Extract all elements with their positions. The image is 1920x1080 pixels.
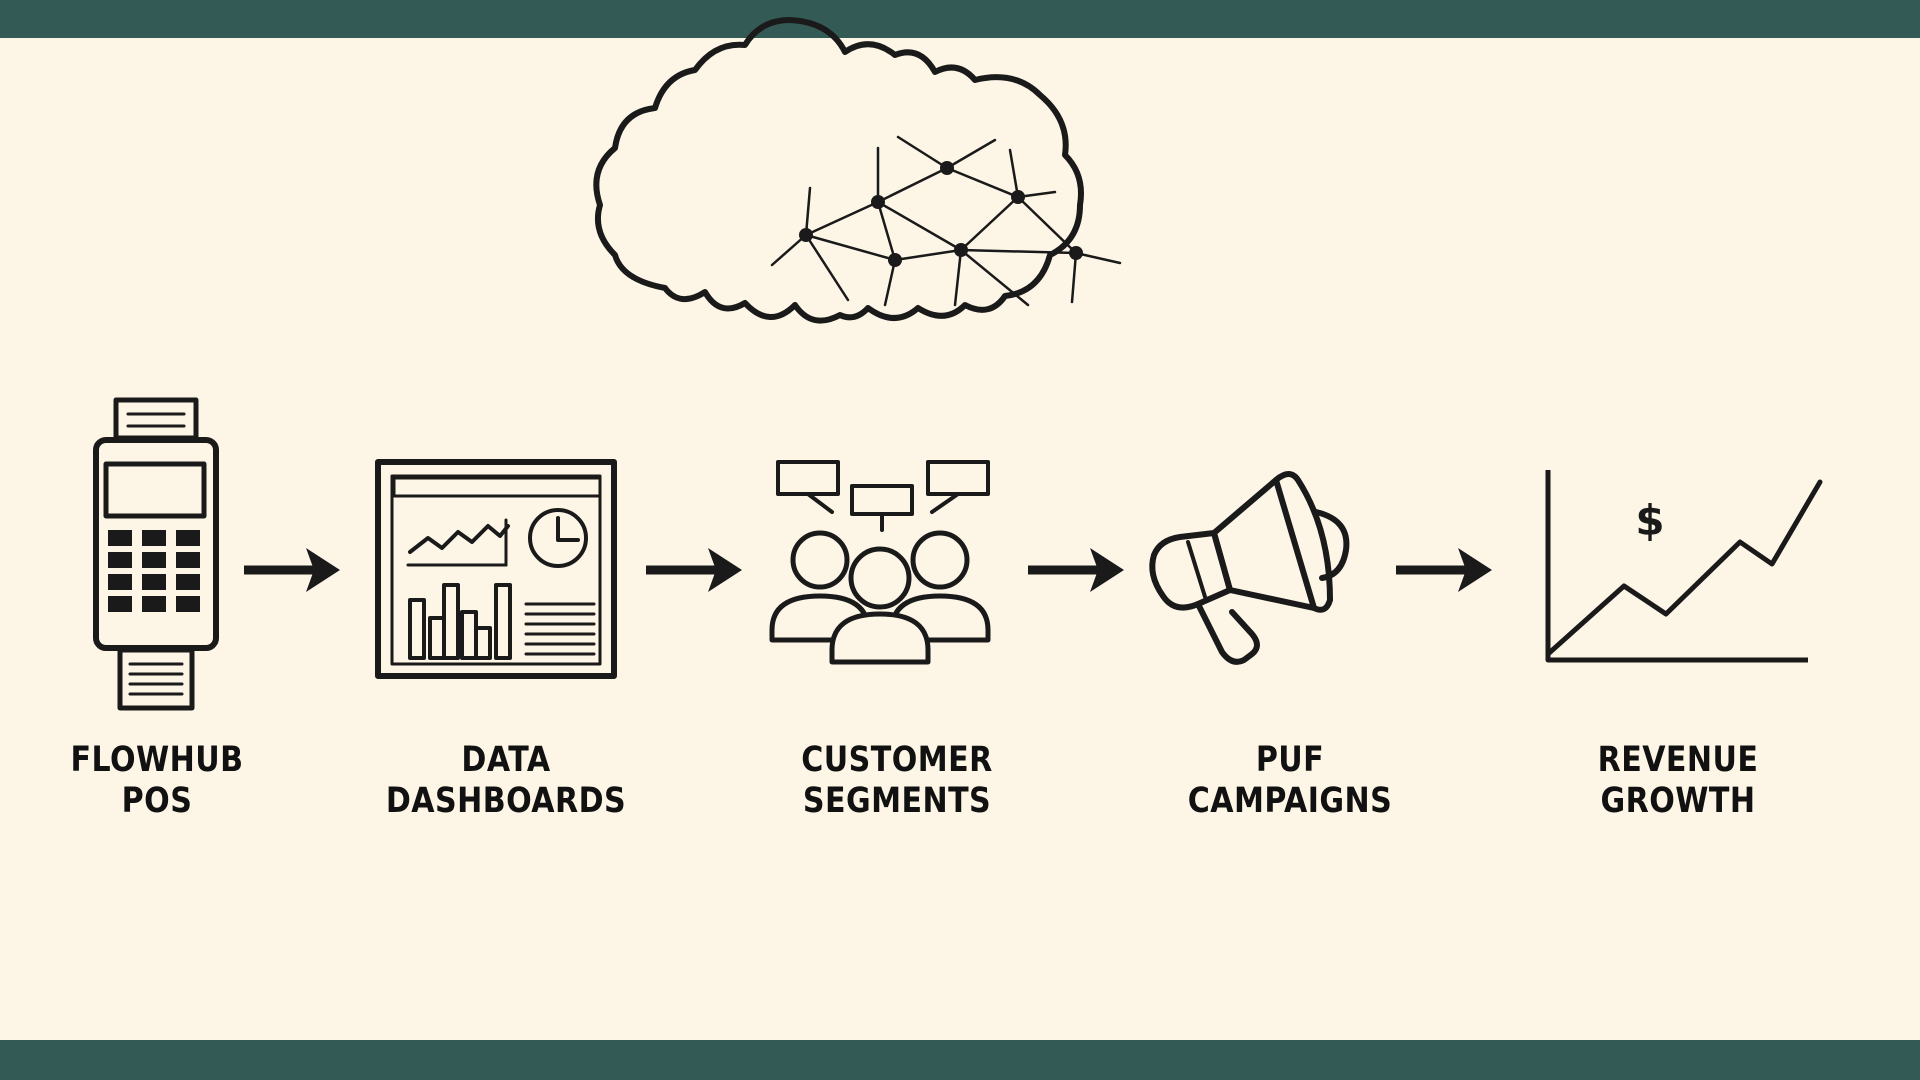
dashboard-icon <box>375 459 617 679</box>
dollar-sign: $ <box>1635 496 1664 545</box>
label-line-1: DATA <box>461 740 551 780</box>
label-data-dashboards: DATA DASHBOARDS <box>360 740 652 822</box>
bottom-band <box>0 1040 1920 1080</box>
arrow-right-icon <box>1396 548 1492 592</box>
growth-chart-icon: $ <box>1545 470 1823 663</box>
label-line-1: FLOWHUB <box>70 740 244 780</box>
cloud-network-icon <box>593 17 1122 324</box>
top-band <box>0 0 1920 38</box>
arrow-right-icon <box>244 548 340 592</box>
label-line-2: GROWTH <box>1600 781 1756 821</box>
label-line-2: CAMPAIGNS <box>1187 781 1393 821</box>
label-line-1: PUF <box>1255 740 1325 780</box>
label-revenue-growth: REVENUE GROWTH <box>1532 740 1824 822</box>
label-line-2: POS <box>121 781 193 821</box>
customer-group-icon <box>769 460 991 665</box>
label-customer-segments: CUSTOMER SEGMENTS <box>751 740 1043 822</box>
label-line-1: CUSTOMER <box>801 740 993 780</box>
label-line-2: SEGMENTS <box>802 781 992 821</box>
label-puf-campaigns: PUF CAMPAIGNS <box>1144 740 1436 822</box>
label-line-2: DASHBOARDS <box>385 781 627 821</box>
arrow-right-icon <box>646 548 742 592</box>
megaphone-icon <box>1149 471 1350 665</box>
arrow-right-icon <box>1028 548 1124 592</box>
label-flowhub-pos: FLOWHUB POS <box>11 740 303 822</box>
pos-terminal-icon <box>93 397 219 711</box>
label-line-1: REVENUE <box>1597 740 1759 780</box>
